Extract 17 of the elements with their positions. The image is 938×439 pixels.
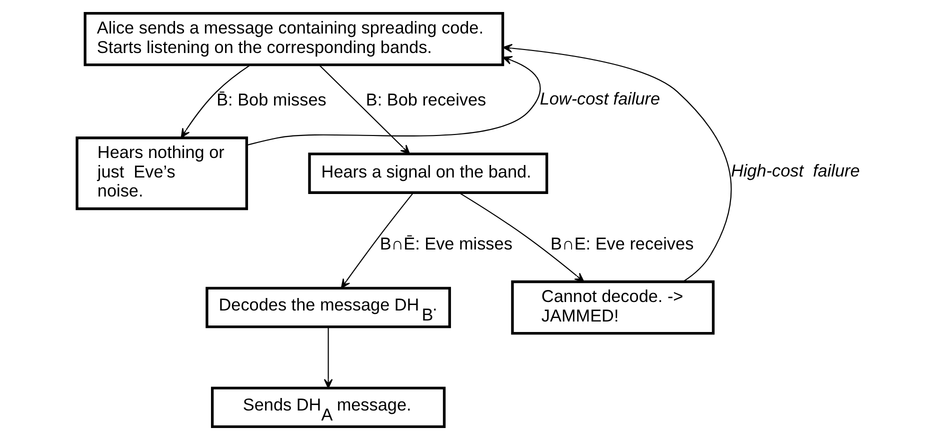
arrow (318, 64, 410, 154)
node-box: Hears a signal on the band. (308, 152, 548, 194)
arrow (458, 192, 584, 282)
edge-label: High-cost failure (730, 160, 860, 180)
arrow (340, 192, 414, 288)
arrow (502, 43, 732, 282)
arrow (323, 326, 332, 388)
edge-label: B: Bob receives (365, 88, 486, 109)
edge-label: B̄: Bob misses (216, 88, 326, 109)
edge-label: Low-cost failure (539, 88, 660, 108)
node-box: Cannot decode. -> JAMMED! (510, 280, 714, 334)
node-box: Hears nothing or just Eve’s noise. (75, 136, 248, 210)
arrow (180, 64, 250, 138)
edge-label: B∩E: Eve receives (550, 232, 694, 253)
node-box: Alice sends a message containing spreading code. Starts listening on the corresponding bands. (83, 11, 504, 66)
edge-label: B∩Ē: Eve misses (379, 232, 512, 253)
arrow (246, 55, 540, 146)
